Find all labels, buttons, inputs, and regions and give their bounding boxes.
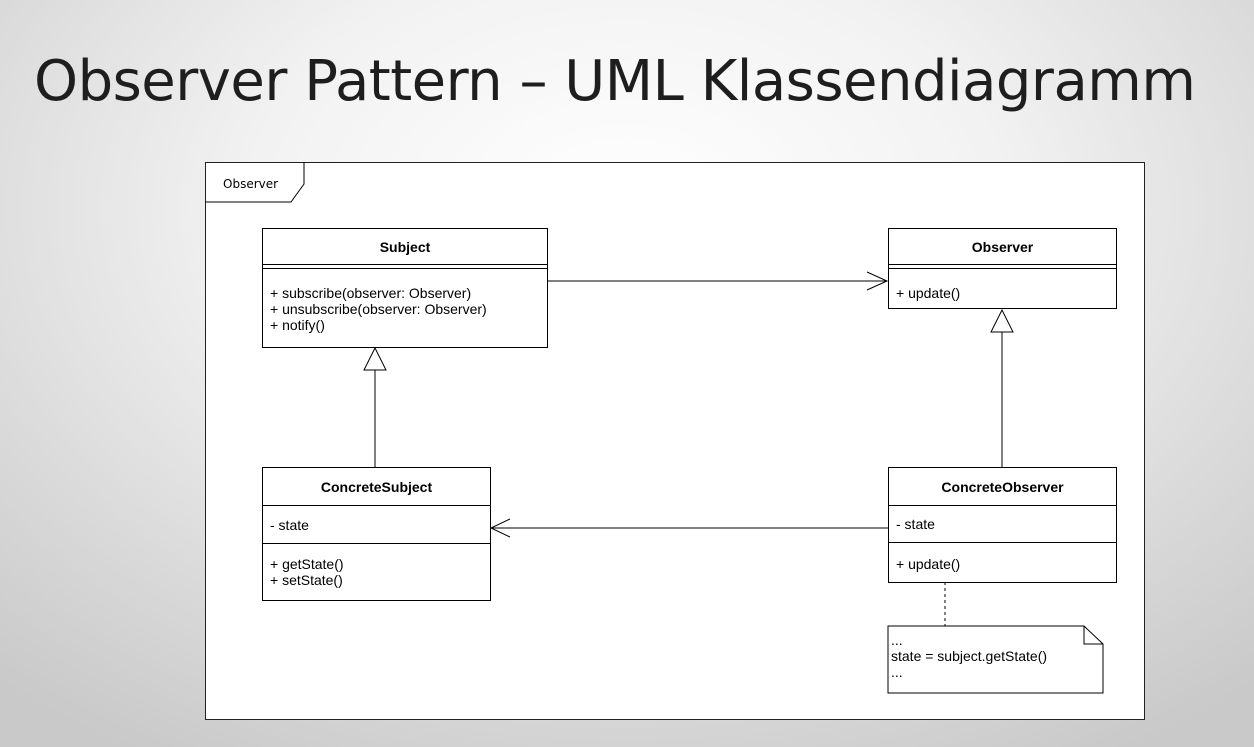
hollow-triangle-subject xyxy=(363,346,387,371)
hollow-triangle-observer xyxy=(990,308,1014,333)
frame-tab xyxy=(205,162,305,203)
class-subject: Subject + subscribe(observer: Observer) … xyxy=(262,228,548,348)
divider xyxy=(889,264,1116,269)
class-concrete-subject: ConcreteSubject - state + getState() + s… xyxy=(262,467,491,601)
method-list: + update() xyxy=(889,543,1116,572)
method: + update() xyxy=(896,285,961,301)
method-list: + getState() + setState() xyxy=(263,544,490,588)
divider xyxy=(889,542,1116,543)
attribute: - state xyxy=(896,516,935,532)
note: ... state = subject.getState() ... xyxy=(888,626,1103,693)
attribute-list: - state xyxy=(889,506,1116,542)
divider xyxy=(263,264,547,269)
note-fold xyxy=(1083,626,1103,645)
divider xyxy=(263,543,490,544)
class-name: Observer xyxy=(971,238,1034,255)
method: + update() xyxy=(896,556,961,572)
divider xyxy=(889,505,1116,506)
method: + notify() xyxy=(270,317,325,333)
note-line: state = subject.getState() xyxy=(891,648,1048,664)
class-name: ConcreteObserver xyxy=(941,478,1064,495)
divider xyxy=(263,505,490,506)
attribute-list: - state xyxy=(263,506,490,543)
open-arrowhead-to-observer xyxy=(866,271,889,291)
open-arrowhead-to-concretesubject xyxy=(489,518,511,538)
method-list: + subscribe(observer: Observer) + unsubs… xyxy=(263,269,547,333)
note-line: ... xyxy=(891,632,903,648)
note-shape xyxy=(887,625,1104,694)
attribute: - state xyxy=(270,516,309,533)
method-list: + update() xyxy=(889,269,1116,301)
method: + setState() xyxy=(270,572,343,588)
class-concrete-observer: ConcreteObserver - state + update() xyxy=(888,467,1117,583)
class-observer: Observer + update() xyxy=(888,228,1117,309)
method: + unsubscribe(observer: Observer) xyxy=(270,301,487,317)
method: + getState() xyxy=(270,556,344,572)
class-name: Subject xyxy=(379,238,431,255)
note-line: ... xyxy=(891,664,903,680)
frame-label: Observer xyxy=(223,177,279,191)
slide-title: Observer Pattern – UML Klassendiagramm xyxy=(34,49,1196,114)
method: + subscribe(observer: Observer) xyxy=(270,285,472,301)
class-name: ConcreteSubject xyxy=(320,478,433,495)
